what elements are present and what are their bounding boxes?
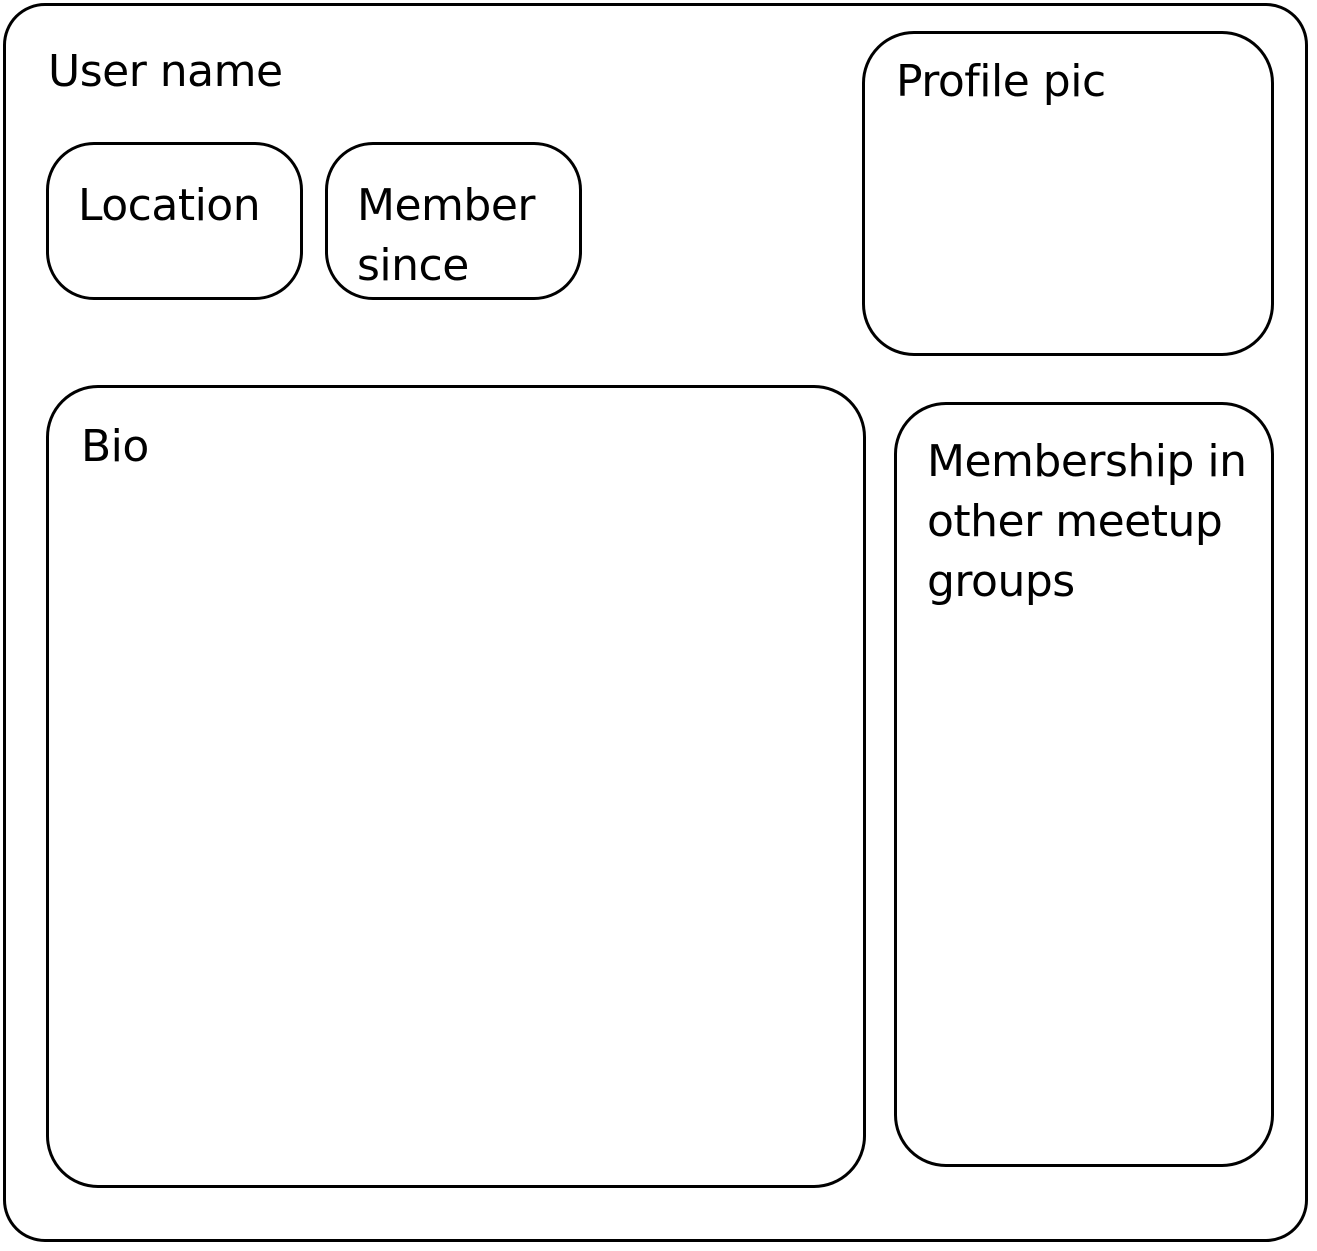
bio-box: Bio [46,385,866,1188]
location-label: Location [78,180,261,231]
member-since-box: Member since [325,142,582,300]
membership-groups-label: Membership in other meetup groups [927,436,1247,607]
profile-pic-box: Profile pic [862,31,1274,356]
location-box: Location [46,142,303,300]
member-since-label: Member since [357,180,535,291]
profile-pic-label: Profile pic [896,56,1106,107]
bio-label: Bio [81,421,149,472]
membership-groups-box: Membership in other meetup groups [894,402,1274,1167]
user-name-label: User name [48,46,283,97]
